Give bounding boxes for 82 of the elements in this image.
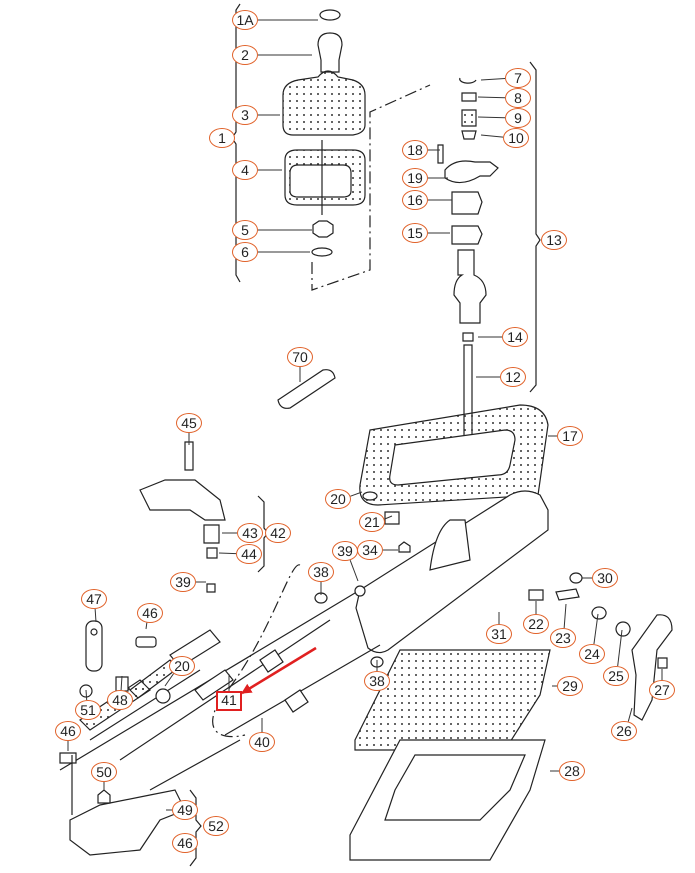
leader-line: [120, 676, 122, 691]
callout-number: 13: [541, 230, 567, 250]
callout-number: 45: [176, 413, 202, 433]
leader-line: [478, 96, 506, 98]
callout-number: 3: [232, 105, 258, 125]
callout-number: 47: [81, 589, 107, 609]
callout-number: 31: [486, 624, 512, 644]
leader-line: [86, 690, 88, 701]
callout-number: 21: [359, 512, 385, 532]
callout-number: 43: [237, 523, 263, 543]
callout-number: 19: [402, 168, 428, 188]
callout-number: 16: [402, 190, 428, 210]
callout-number: 7: [505, 68, 531, 88]
callout-number: 46: [137, 603, 163, 623]
callout-number: 14: [502, 327, 528, 347]
callout-number: 34: [357, 540, 383, 560]
leader-line: [480, 134, 504, 138]
callout-number: 41: [216, 691, 242, 711]
pointer-arrow: [241, 646, 317, 694]
callout-number: 1: [209, 128, 235, 148]
leader-line: [258, 114, 280, 116]
leader-line: [222, 532, 238, 534]
leader-line: [218, 552, 236, 554]
callout-number: 17: [557, 426, 583, 446]
callout-number: 50: [91, 762, 117, 782]
callout-number: 9: [505, 108, 531, 128]
leader-line: [550, 770, 560, 772]
callout-number: 48: [107, 690, 133, 710]
callout-number: 38: [364, 671, 390, 691]
leader-line: [428, 232, 450, 234]
callout-number: 27: [649, 680, 675, 700]
leader-line: [564, 604, 566, 629]
callout-number: 29: [557, 676, 583, 696]
callout-number: 23: [550, 628, 576, 648]
leader-line: [350, 560, 358, 582]
callout-number: 6: [232, 242, 258, 262]
callout-number: 1A: [232, 10, 258, 30]
callout-number: 18: [402, 140, 428, 160]
leader-line: [320, 582, 322, 596]
leader-line: [376, 660, 378, 672]
leader-line: [164, 673, 174, 686]
callout-number: 39: [170, 572, 196, 592]
callout-number: 12: [500, 367, 526, 387]
callout-number: 39: [332, 541, 358, 561]
callout-number: 15: [402, 223, 428, 243]
callout-number: 10: [503, 128, 529, 148]
leader-line: [480, 78, 506, 80]
callout-number: 46: [172, 833, 198, 853]
leader-line: [350, 492, 362, 497]
callout-number: 51: [75, 700, 101, 720]
callout-number: 70: [287, 347, 313, 367]
callout-number: 44: [236, 544, 262, 564]
leader-line: [478, 336, 502, 338]
leader-line: [478, 116, 506, 118]
leader-line: [146, 622, 148, 630]
callout-number: 8: [505, 88, 531, 108]
callout-number: 20: [325, 489, 351, 509]
callout-number: 22: [523, 614, 549, 634]
callout-number: 2: [232, 45, 258, 65]
callout-number: 28: [559, 761, 585, 781]
leader-line: [498, 612, 500, 624]
callout-number: 40: [249, 732, 275, 752]
leader-line: [188, 432, 190, 446]
callout-number: 52: [203, 816, 229, 836]
leader-line: [94, 608, 96, 622]
callout-number: 49: [172, 800, 198, 820]
leader-line: [258, 54, 312, 56]
callout-number: 4: [232, 160, 258, 180]
leader-line: [384, 516, 392, 520]
callout-number: 26: [611, 721, 637, 741]
callout-number: 38: [308, 562, 334, 582]
callout-number: 25: [603, 666, 629, 686]
leader-line: [228, 674, 230, 692]
callout-number: 30: [592, 568, 618, 588]
callout-number: 46: [55, 721, 81, 741]
callout-number: 24: [579, 644, 605, 664]
callout-number: 42: [265, 523, 291, 543]
leader-line: [593, 614, 598, 645]
leader-line: [628, 708, 632, 722]
leader-line: [476, 376, 500, 378]
callout-number: 5: [232, 220, 258, 240]
leader-line: [617, 630, 622, 667]
